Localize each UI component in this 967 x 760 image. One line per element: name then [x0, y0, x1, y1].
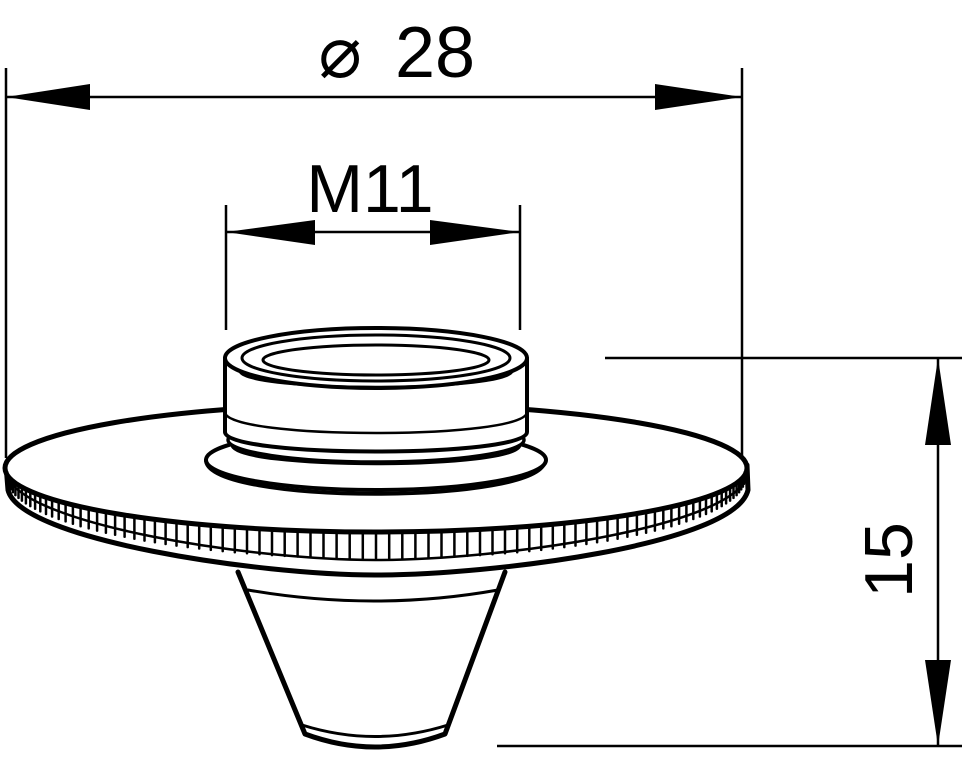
height-value: 15 [851, 522, 927, 598]
flange-knurling [5, 470, 747, 560]
diameter-symbol: ⌀ [318, 13, 361, 93]
thread-neck [223, 326, 529, 454]
nozzle-part [2, 326, 751, 750]
arrowhead-thread-right [430, 220, 520, 245]
arrowhead-thread-left [226, 220, 315, 245]
nozzle-cone [235, 569, 508, 750]
dimension-diameter [4, 68, 744, 458]
diameter-value: 28 [395, 13, 475, 93]
arrowhead-diameter-left [6, 84, 90, 110]
arrowhead-height-top [925, 358, 951, 445]
arrowhead-diameter-right [655, 84, 742, 110]
thread-label: M11 [306, 151, 433, 227]
arrowhead-height-bottom [925, 660, 951, 746]
dimension-thread [224, 205, 522, 330]
dimension-height [497, 356, 962, 748]
